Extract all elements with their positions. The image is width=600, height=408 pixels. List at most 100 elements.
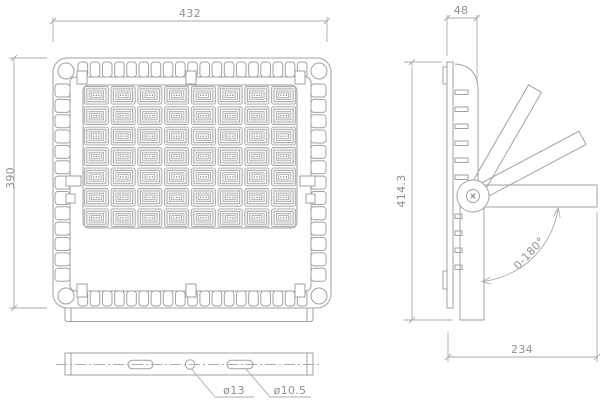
led-chip-dot [122, 217, 124, 219]
led-chip-dot [122, 196, 124, 199]
led-chip-dot [199, 155, 202, 158]
led-chip-dot [282, 155, 285, 158]
led-chip-dot [119, 94, 122, 96]
led-chip-dot [232, 196, 234, 199]
led-chip-dot [125, 135, 127, 137]
led-chip-dot [280, 176, 282, 178]
led-chip-dot [205, 135, 207, 137]
led-chip-dot [173, 196, 175, 199]
dim-side-height [404, 58, 452, 324]
led-chip-dot [282, 176, 285, 178]
side-fin [454, 123, 469, 129]
led-chip-dot [178, 196, 181, 199]
fin [54, 160, 71, 175]
led-chip-dot [151, 155, 154, 158]
led-chip-dot [229, 155, 231, 158]
led-chip-dot [92, 135, 95, 137]
led-chip-dot [202, 196, 205, 199]
fin [310, 98, 327, 113]
led-chip-dot [199, 196, 202, 199]
fin [54, 98, 71, 113]
fin [162, 290, 174, 307]
led-chip-dot [253, 176, 255, 178]
front-plate-profile [446, 61, 454, 309]
fins-top [77, 61, 308, 78]
led-chip-dot [205, 155, 207, 158]
led-chip-dot [119, 114, 122, 117]
led-chip-dot [256, 114, 258, 117]
corner-screw-top-right [310, 62, 328, 80]
led-chip-dot [253, 217, 255, 219]
fin [101, 61, 113, 78]
fin [223, 61, 235, 78]
fin [260, 61, 271, 78]
led-chip-dot [122, 176, 124, 178]
fin [199, 290, 210, 307]
led-chip-dot [178, 94, 181, 96]
led-chip-dot [173, 217, 175, 219]
dim-side-height-label: 414.3 [395, 175, 408, 208]
dim-bracket-depth-label: 234 [511, 343, 533, 356]
fin [272, 61, 284, 78]
led-chip-dot [175, 114, 178, 117]
led-chip-dot [202, 94, 205, 96]
fin [54, 237, 71, 251]
dim-front-height-label: 390 [4, 167, 17, 189]
led-chip-dot [95, 94, 98, 96]
led-chip-dot [98, 135, 100, 137]
side-fins-lower [454, 213, 463, 270]
led-chip-dot [256, 155, 258, 158]
center-hole-label: ø13 [223, 384, 245, 397]
led-chip-dot [92, 94, 95, 96]
led-chip-dot [98, 155, 100, 158]
led-chip-dot [282, 196, 285, 199]
led-chip-dot [98, 196, 100, 199]
side-fins-upper [454, 89, 469, 180]
led-chip-dot [119, 135, 122, 137]
led-chip-dot [285, 135, 288, 137]
fin [310, 114, 327, 129]
bracket-arm-horizontal [472, 184, 598, 208]
led-chip-dot [119, 217, 122, 219]
led-chip-dot [173, 94, 175, 96]
led-chip-dot [226, 135, 229, 137]
led-chip-dot [282, 114, 285, 117]
slot-hole-label: ø10.5 [274, 384, 307, 397]
led-chip-dot [146, 94, 148, 96]
led-chip-dot [232, 135, 234, 137]
fin [310, 160, 327, 175]
led-chip-dot [146, 114, 148, 117]
dim-side-depth-label: 48 [454, 4, 469, 17]
mount-center-hole [184, 359, 196, 370]
led-chip-dot [178, 155, 181, 158]
led-chip-dot [256, 94, 258, 96]
fin [310, 129, 327, 144]
led-chip-dot [151, 196, 154, 199]
led-chip-dot [175, 135, 178, 137]
fin [211, 290, 223, 307]
led-chip-dot [199, 176, 202, 178]
led-chip-dot [149, 155, 151, 158]
dim-front-width [49, 17, 331, 42]
led-chip-dot [149, 176, 151, 178]
fin [199, 61, 210, 78]
fin [310, 267, 327, 282]
led-chip-dot [232, 217, 234, 219]
led-chip-dot [205, 94, 207, 96]
fin [150, 290, 162, 307]
led-chip-dot [256, 176, 258, 178]
corner-screw-bottom-left [57, 287, 75, 305]
led-chip-dot [205, 217, 207, 219]
led-chip-dot [229, 114, 231, 117]
led-chip-dot [253, 135, 255, 137]
front-view: 432 390 [4, 7, 332, 322]
led-chip-dot [202, 155, 205, 158]
led-chip-dot [125, 94, 127, 96]
led-chip-dot [280, 155, 282, 158]
bottom-view: ø13 ø10.5 [56, 352, 322, 398]
led-chip-dot [92, 176, 95, 178]
side-fin [454, 230, 463, 236]
dim-front-width-label: 432 [179, 7, 201, 20]
led-chip-dot [285, 94, 288, 96]
